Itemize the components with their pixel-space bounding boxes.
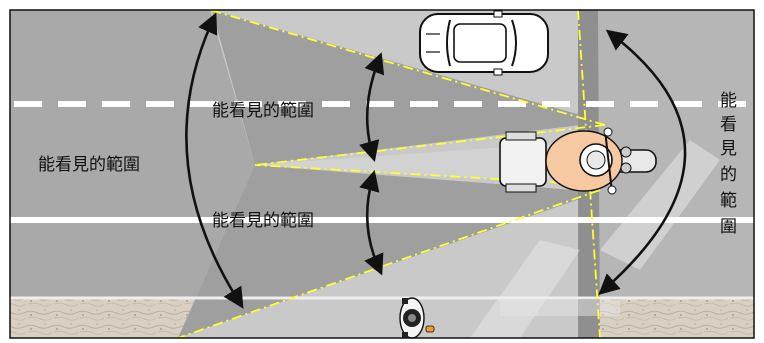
right-label-char-1: 能: [720, 91, 737, 111]
right-vertical-label: 能 看 見 的 範 圍: [720, 91, 737, 237]
right-label-char-2: 看: [720, 115, 737, 135]
watermark-shape: [470, 140, 720, 338]
left-outer-arrow: [185, 12, 244, 309]
left-outer-label: 能看見的範圍: [38, 155, 140, 175]
frame-border: [9, 9, 755, 339]
car-icon: [419, 10, 549, 76]
inner-bottom-arrow: [359, 169, 384, 276]
inner-top-label: 能看見的範圍: [212, 101, 314, 121]
inner-bottom-label: 能看見的範圍: [212, 211, 314, 231]
inner-top-arrow: [359, 52, 385, 163]
watermark-shape-2: [500, 300, 620, 316]
right-label-char-5: 範: [720, 191, 737, 211]
right-label-char-6: 圍: [720, 217, 737, 237]
right-label-char-3: 見: [720, 139, 737, 159]
right-label-char-4: 的: [720, 165, 737, 185]
right-arrow: [598, 29, 687, 295]
blind-zone-upper: [212, 10, 605, 165]
blind-zone-lower: [178, 165, 600, 338]
